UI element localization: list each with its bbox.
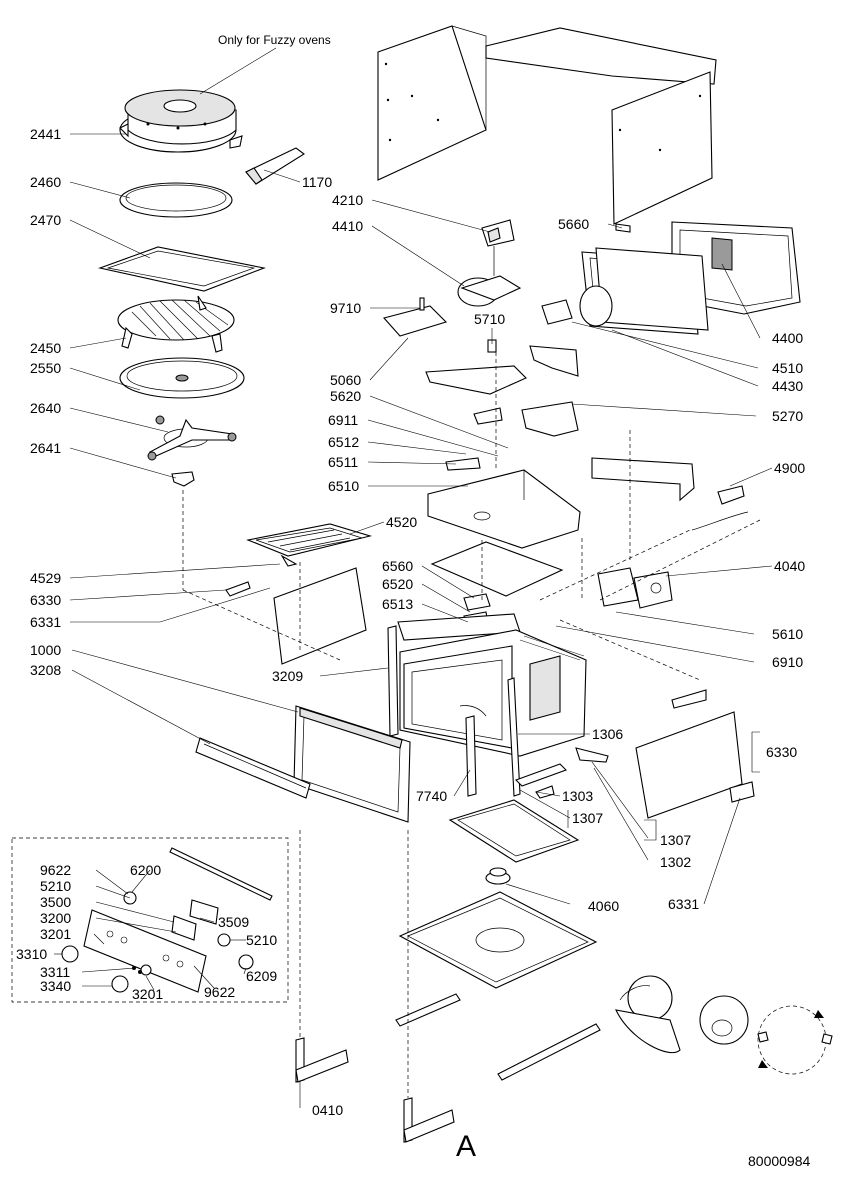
- side-panel-right-drawing: [635, 689, 755, 819]
- part-label-6330: 6330: [30, 592, 61, 608]
- upper-plate-drawing: [427, 457, 581, 549]
- grill-rack-drawing: [117, 295, 235, 353]
- part-label-2470: 2470: [30, 212, 61, 228]
- coupler-drawing: [171, 471, 195, 590]
- part-label-4210: 4210: [332, 192, 363, 208]
- part-label-4900: 4900: [774, 460, 805, 476]
- side-panel-left-drawing: [225, 567, 367, 665]
- part-label-5270: 5270: [772, 408, 803, 424]
- part-label-1306: 1306: [592, 726, 623, 742]
- part-label-3201-b: 3201: [132, 986, 163, 1002]
- part-label-3208: 3208: [30, 662, 61, 678]
- part-label-6910: 6910: [772, 654, 803, 670]
- part-label-4430: 4430: [772, 378, 803, 394]
- part-label-2640: 2640: [30, 400, 61, 416]
- part-label-6513: 6513: [382, 596, 413, 612]
- part-label-6330-b: 6330: [766, 744, 797, 760]
- door-trim-strip-drawing: [195, 737, 311, 799]
- part-label-3509: 3509: [218, 914, 249, 930]
- motor-assembly-drawing: [457, 219, 522, 307]
- part-label-4040: 4040: [774, 558, 805, 574]
- door-hinge-drawing: [515, 747, 609, 799]
- part-label-6209: 6209: [246, 968, 277, 984]
- part-label-2441: 2441: [30, 126, 61, 142]
- part-label-4510: 4510: [772, 360, 803, 376]
- rotation-detail-drawing: [615, 975, 833, 1075]
- part-label-1170: 1170: [302, 174, 332, 190]
- part-label-4410: 4410: [332, 218, 363, 234]
- part-label-6520: 6520: [382, 576, 413, 592]
- part-label-9622-a: 9622: [40, 862, 71, 878]
- part-label-6200: 6200: [130, 862, 161, 878]
- glass-turntable-drawing: [119, 357, 245, 399]
- part-label-9622-b: 9622: [204, 984, 235, 1000]
- part-label-4529: 4529: [30, 570, 61, 586]
- feet-drawing: [295, 830, 455, 1143]
- part-label-6331: 6331: [30, 614, 61, 630]
- part-label-5610: 5610: [772, 626, 803, 642]
- part-label-4520: 4520: [386, 514, 417, 530]
- fuzzy-note: Only for Fuzzy ovens: [218, 33, 331, 47]
- part-label-3340: 3340: [40, 978, 71, 994]
- roller-support-drawing: [147, 415, 237, 461]
- base-plate-drawing: [395, 891, 601, 1081]
- part-label-4060: 4060: [588, 898, 619, 914]
- part-label-6331-b: 6331: [668, 896, 699, 912]
- part-label-2450: 2450: [30, 340, 61, 356]
- crisp-plate-drawing: [119, 182, 233, 218]
- assembly-lines: [182, 352, 761, 681]
- part-label-6512: 6512: [328, 434, 359, 450]
- part-label-6911: 6911: [328, 412, 358, 428]
- part-label-4400: 4400: [772, 330, 803, 346]
- part-label-3209: 3209: [272, 668, 303, 684]
- drawing-number: 80000984: [748, 1153, 811, 1169]
- baking-tray-drawing: [98, 246, 266, 292]
- part-label-1303: 1303: [562, 788, 593, 804]
- part-label-6510: 6510: [328, 478, 359, 494]
- stirrer-motor-drawing: [485, 867, 511, 885]
- part-label-1307-b: 1307: [660, 832, 691, 848]
- lamp-and-magnetron-drawing: [591, 457, 749, 609]
- part-label-9710: 9710: [330, 300, 361, 316]
- crisp-cover-drawing: [119, 89, 243, 153]
- oven-door-drawing: [293, 705, 477, 823]
- part-label-0410: 0410: [312, 1102, 343, 1118]
- part-label-5210-a: 5210: [40, 878, 71, 894]
- part-label-5210-b: 5210: [246, 932, 277, 948]
- part-label-3201-a: 3201: [40, 926, 71, 942]
- part-label-3311: 3311: [40, 964, 70, 980]
- control-panel-detail-drawing: [11, 837, 289, 1003]
- crisp-handle-drawing: [245, 147, 305, 185]
- part-label-2550: 2550: [30, 360, 61, 376]
- part-label-5710: 5710: [474, 311, 505, 327]
- part-label-7740: 7740: [416, 788, 447, 804]
- control-board-drawing: [382, 297, 497, 353]
- part-label-3310: 3310: [16, 946, 47, 962]
- door-frame-drawing: [541, 221, 801, 335]
- part-label-6560: 6560: [382, 558, 413, 574]
- part-label-2460: 2460: [30, 174, 61, 190]
- part-label-5060: 5060: [330, 372, 361, 388]
- bottom-tray-drawing: [448, 799, 580, 863]
- grill-element-drawing: [246, 523, 373, 567]
- part-label-1302: 1302: [660, 854, 691, 870]
- part-label-1307-a: 1307: [572, 810, 603, 826]
- part-label-2641: 2641: [30, 440, 61, 456]
- part-label-3200: 3200: [40, 910, 71, 926]
- part-label-6511: 6511: [328, 454, 358, 470]
- part-label-5660: 5660: [558, 216, 589, 232]
- view-letter: A: [456, 1130, 476, 1163]
- part-drawings: [11, 25, 833, 1143]
- oven-cavity-drawing: [387, 613, 587, 797]
- leader-lines: [54, 47, 773, 1108]
- part-labels: Only for Fuzzy ovens 2441 2460 2470 2450…: [16, 33, 811, 1169]
- waveguide-drawing: [425, 345, 579, 437]
- cabinet-panels-drawing: [377, 25, 717, 225]
- part-label-5620: 5620: [330, 388, 361, 404]
- part-label-3500: 3500: [40, 894, 71, 910]
- part-label-1000: 1000: [30, 642, 61, 658]
